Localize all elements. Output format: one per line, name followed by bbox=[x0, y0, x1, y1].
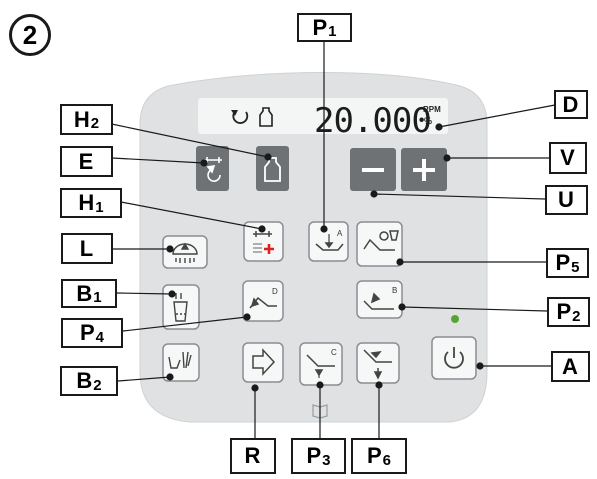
display-rotation-icon bbox=[231, 110, 249, 124]
leader-p4 bbox=[122, 316, 248, 332]
bowl-rinse-button[interactable] bbox=[162, 343, 200, 382]
position-b-letter: B bbox=[392, 286, 397, 295]
leader-p2 bbox=[401, 306, 548, 312]
speed-unit-percent: % bbox=[424, 116, 433, 126]
speed-readout: 20.000 bbox=[314, 101, 432, 141]
callout-l: L bbox=[61, 233, 113, 264]
display-bottle-icon bbox=[259, 107, 273, 127]
handpiece-rotation-icon bbox=[204, 157, 222, 182]
bottle-icon bbox=[264, 157, 281, 182]
light-icon bbox=[172, 242, 198, 263]
chair-position-d-button[interactable] bbox=[242, 280, 284, 322]
operating-light-button[interactable] bbox=[162, 235, 208, 269]
chair-position-b-icon bbox=[363, 292, 394, 310]
leader-b2 bbox=[117, 376, 171, 382]
power-icon bbox=[444, 347, 464, 369]
chair-entry-exit-icon bbox=[363, 349, 392, 380]
leader-lines bbox=[106, 40, 556, 438]
memory-enter-icon bbox=[252, 348, 276, 376]
leader-d bbox=[438, 104, 556, 128]
leader-u bbox=[373, 193, 546, 200]
step-number-badge: 2 bbox=[9, 14, 51, 56]
callout-a: A bbox=[551, 351, 590, 382]
position-a-letter: A bbox=[337, 229, 343, 238]
speed-unit-rpm: RPM bbox=[423, 105, 441, 114]
cup-fill-icon bbox=[173, 293, 188, 322]
chair-position-d-icon bbox=[249, 296, 277, 309]
leader-b1 bbox=[116, 292, 173, 295]
chair-rinse-position-icon bbox=[363, 230, 399, 251]
instrument-boost-button[interactable] bbox=[243, 221, 284, 262]
callout-r: R bbox=[230, 438, 276, 474]
callout-d: D bbox=[554, 90, 588, 119]
water-bottle-button[interactable] bbox=[256, 146, 289, 191]
rinse-position-button[interactable] bbox=[356, 221, 403, 267]
callout-v: V bbox=[549, 142, 587, 174]
bowl-rinse-icon bbox=[168, 351, 192, 369]
position-c-letter: C bbox=[331, 348, 337, 357]
position-d-letter: D bbox=[272, 287, 278, 296]
handpiece-plus-icon bbox=[253, 231, 274, 254]
leader-h1 bbox=[120, 201, 263, 230]
plus-icon bbox=[413, 159, 435, 181]
leader-e bbox=[111, 157, 205, 164]
chair-position-c-icon bbox=[306, 354, 335, 378]
chair-position-a-icon bbox=[315, 234, 344, 251]
memory-enter-button[interactable] bbox=[242, 342, 284, 383]
cup-fill-button[interactable] bbox=[162, 284, 200, 330]
callout-u: U bbox=[545, 185, 588, 215]
leader-h2 bbox=[106, 122, 269, 158]
callout-e: E bbox=[60, 146, 113, 177]
power-led bbox=[451, 315, 459, 323]
